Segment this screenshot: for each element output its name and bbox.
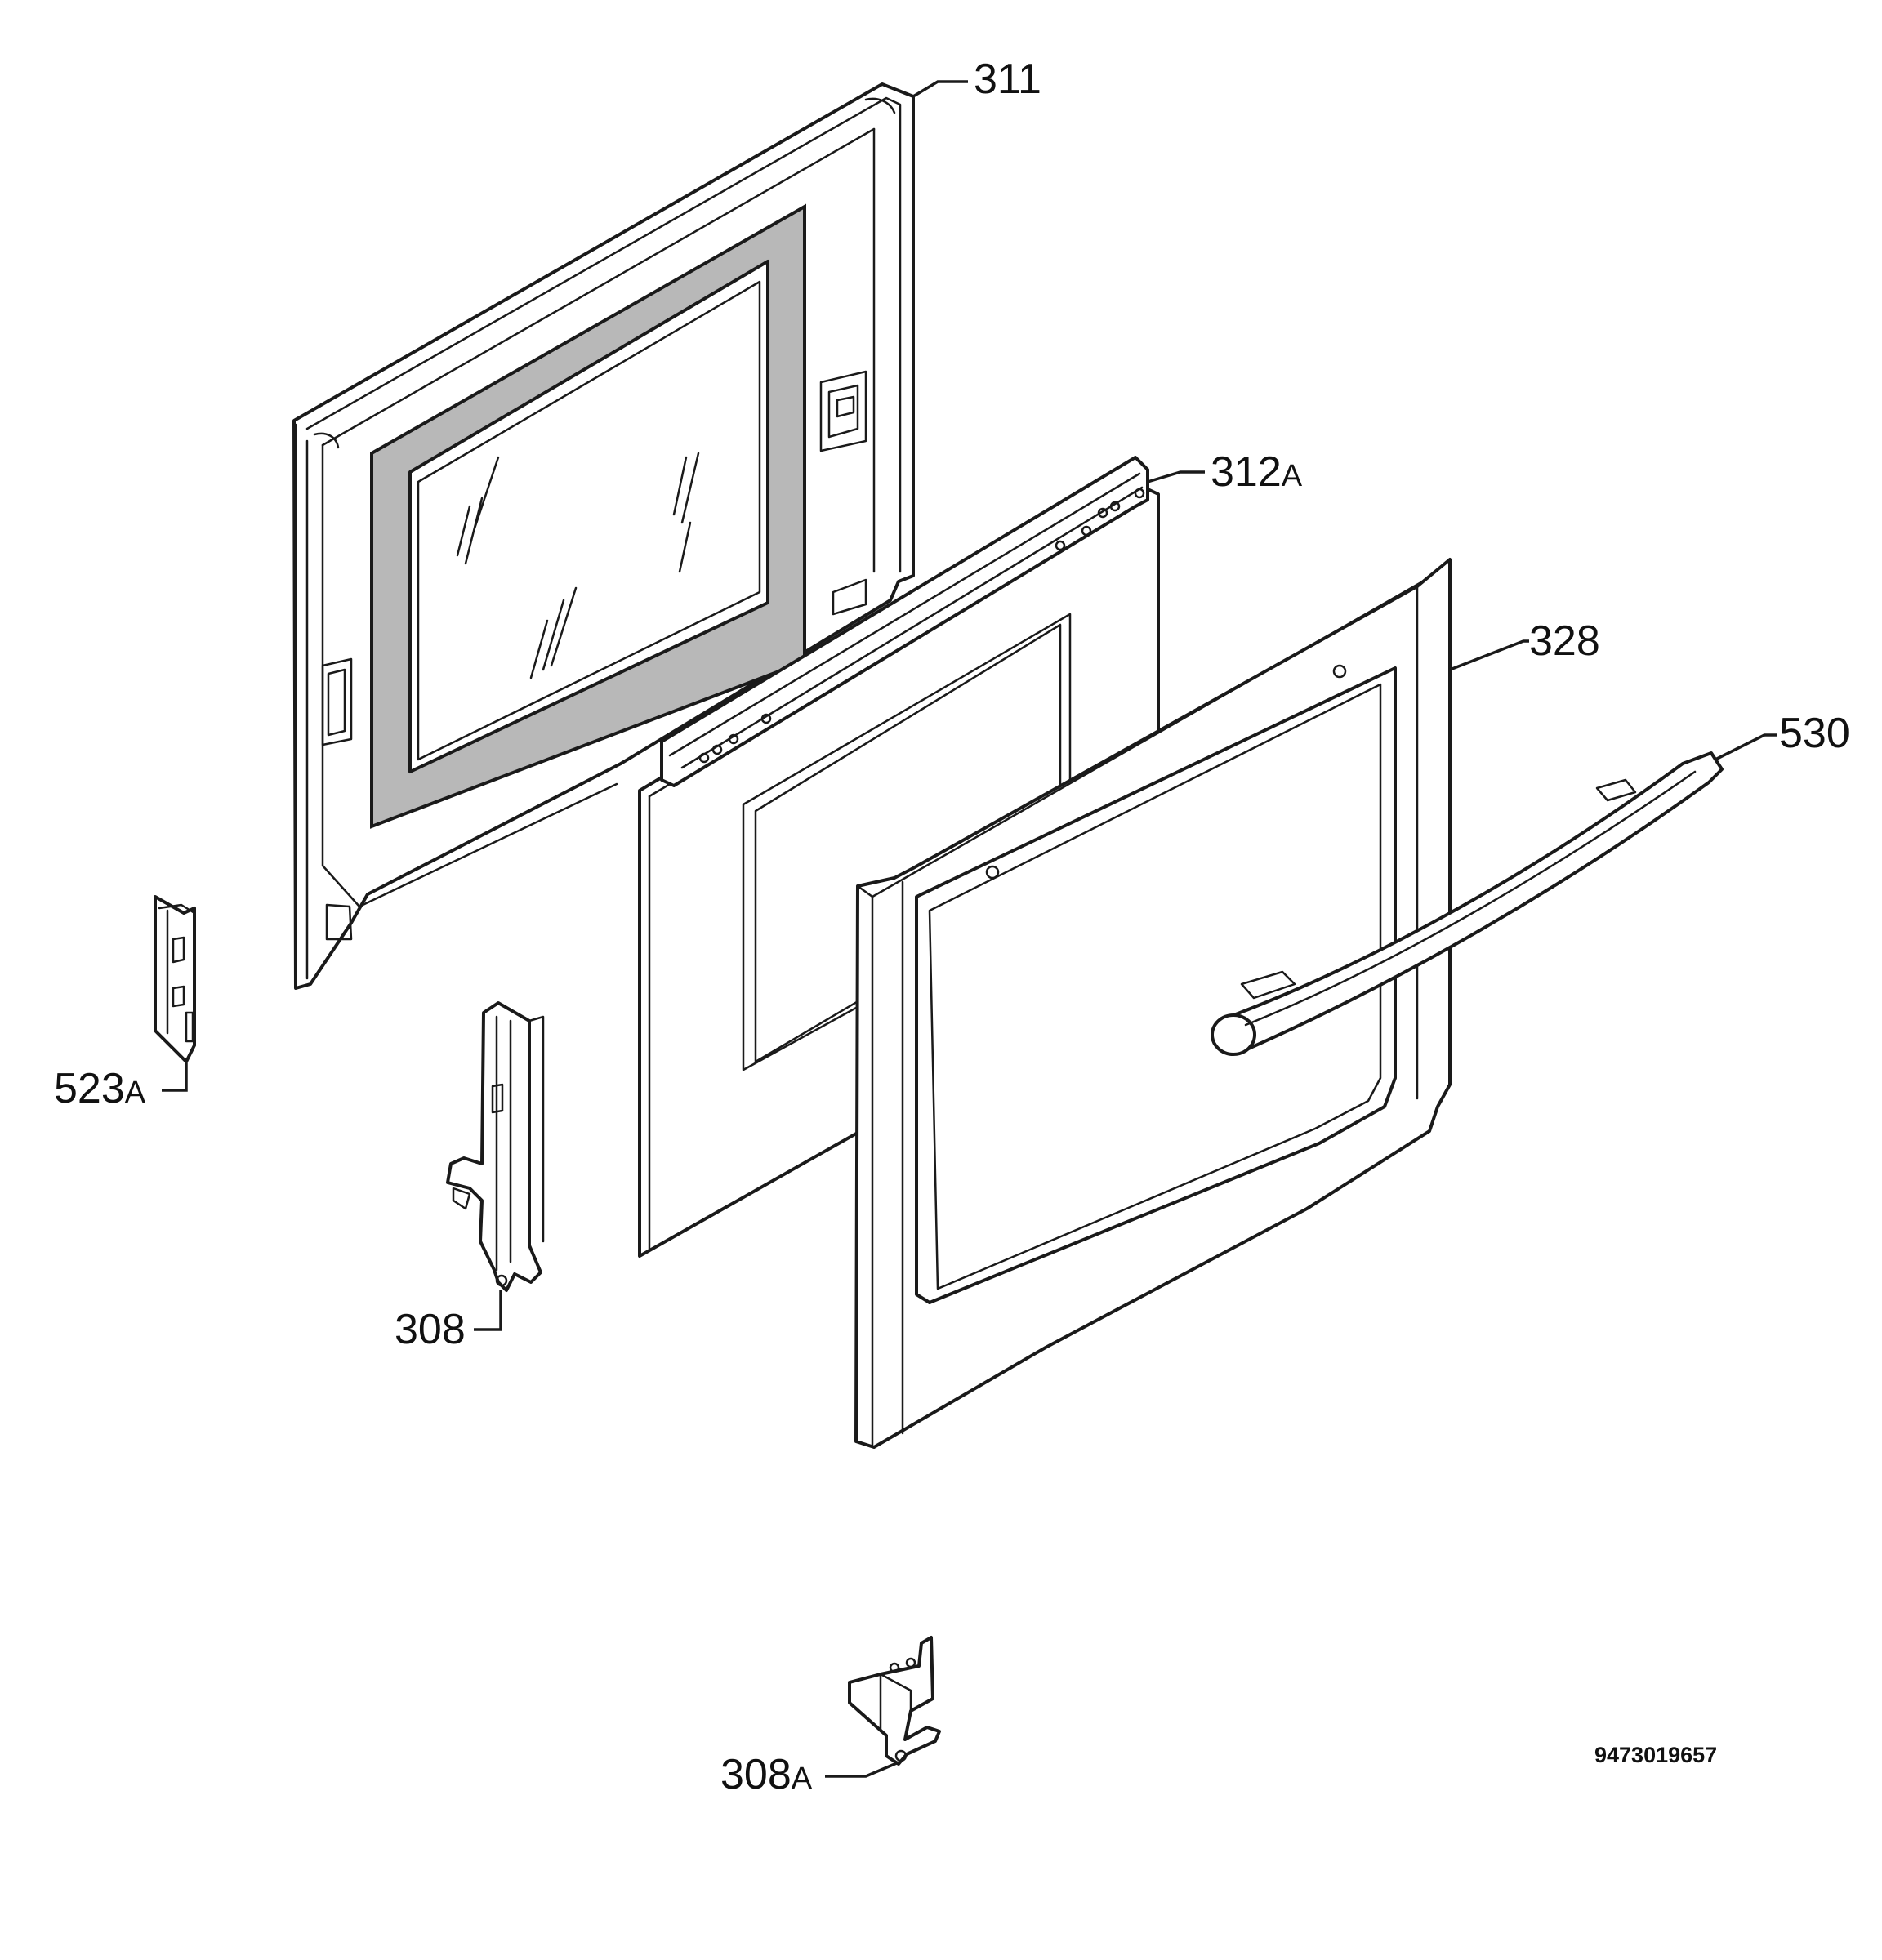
label-530: 530 [1779, 710, 1850, 757]
label-312a: 312A [1211, 448, 1303, 496]
label-328: 328 [1529, 617, 1600, 665]
document-number: 9473019657 [1594, 1743, 1717, 1767]
label-311: 311 [974, 56, 1041, 103]
label-308a: 308A [720, 1751, 813, 1798]
part-523a-bracket[interactable] [154, 895, 196, 1092]
label-523a: 523A [54, 1065, 146, 1112]
part-308-hinge[interactable] [446, 1001, 545, 1331]
part-312a-intermediate-glass[interactable] [638, 456, 1205, 1258]
part-328-outer-door-frame[interactable] [854, 558, 1637, 1449]
part-311-inner-door-panel[interactable] [292, 80, 968, 990]
part-308a-hinge-bracket[interactable] [825, 1636, 941, 1778]
part-530-door-handle[interactable] [1211, 733, 1777, 1056]
label-308: 308 [395, 1306, 466, 1353]
